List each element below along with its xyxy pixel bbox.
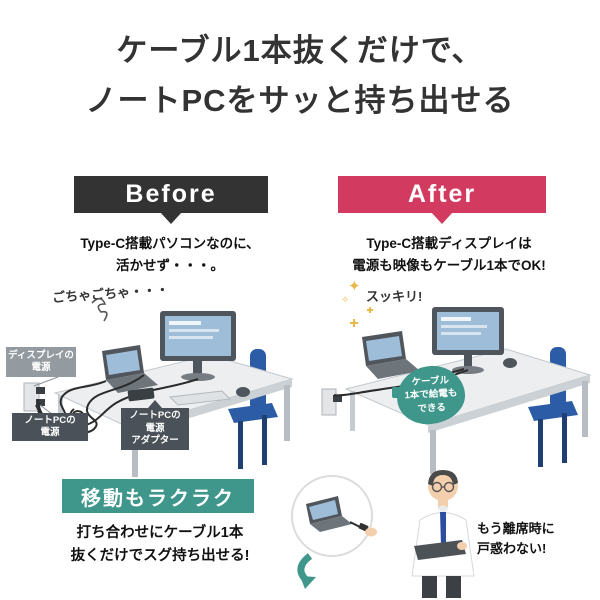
benefit-banner: 移動もラクラク — [62, 479, 254, 513]
mouse — [503, 358, 517, 368]
before-caption: Type-C搭載パソコンなのに、 活かせず・・・。 — [80, 236, 260, 274]
mouse — [236, 387, 250, 397]
laptop — [362, 331, 420, 379]
wall-outlet — [321, 388, 342, 416]
head — [428, 470, 458, 501]
after-tidy-note: スッキリ! — [366, 289, 423, 304]
wall-outlet — [23, 382, 45, 412]
page-title-line1: ケーブル1本抜くだけで、 — [116, 33, 484, 68]
hand-unplugging-cable — [349, 521, 377, 537]
keyboard — [168, 390, 232, 406]
page-title: ケーブル1本抜くだけで、 ノートPCをサッと持ち出せる — [0, 26, 600, 125]
before-banner-pointer-icon — [160, 212, 182, 224]
display-power-label: ディスプレイの 電源 — [6, 347, 76, 377]
body — [411, 500, 475, 577]
laptop — [306, 496, 352, 532]
arrow-icon — [297, 553, 316, 589]
sparkle-icon: ✦ — [348, 278, 361, 295]
before-illustration — [23, 297, 294, 477]
leave-note: もう離席時に 戸惑わない! — [477, 521, 555, 557]
benefit-caption: 打ち合わせにケーブル1本 抜くだけでスグ持ち出せる! — [70, 525, 250, 565]
before-banner: Before — [74, 176, 268, 224]
after-banner-label: After — [407, 180, 477, 208]
sparkle-icon — [350, 307, 373, 327]
man-illustration — [411, 470, 475, 598]
power-adapter — [127, 387, 155, 402]
before-banner-label: Before — [125, 180, 217, 208]
after-banner: After — [338, 176, 546, 224]
sparkle-icon: ✧ — [341, 295, 350, 306]
carried-laptop — [414, 540, 467, 560]
page-title-line2: ノートPCをサッと持ち出せる — [85, 82, 515, 118]
pc-power-label: ノートPCの 電源 — [12, 413, 88, 441]
scribble-icon — [91, 297, 108, 322]
pc-adapter-label-text: ノートPCの 電源 アダプター — [129, 410, 181, 447]
pc-adapter-pointer-icon — [148, 400, 162, 408]
pc-adapter-label: ノートPCの 電源 アダプター — [121, 400, 189, 450]
unplug-inset — [291, 475, 377, 589]
after-banner-pointer-icon — [431, 212, 453, 224]
legs — [422, 576, 461, 598]
after-caption: Type-C搭載ディスプレイは 電源も映像もケーブル1本でOK! — [352, 236, 546, 274]
monitor — [432, 307, 504, 374]
monitor — [160, 311, 236, 381]
